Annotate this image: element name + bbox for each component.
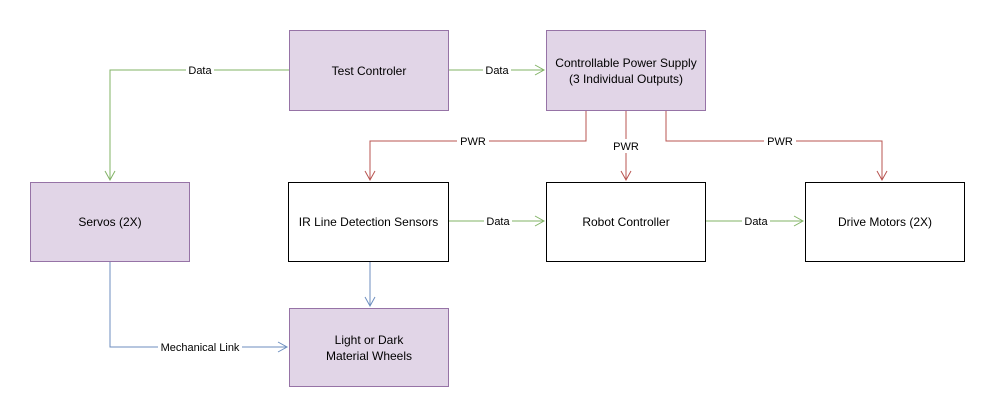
edge-label-test-to-servos: Data [188, 65, 212, 77]
edge-label-power-to-ir: PWR [460, 136, 486, 148]
node-wheels[interactable]: Light or Dark Material Wheels [289, 308, 449, 387]
edge-label-servos-to-wheels: Mechanical Link [161, 342, 240, 354]
edge-label-power-to-robot: PWR [613, 141, 639, 153]
edge-label-power-to-motors: PWR [767, 136, 793, 148]
edge-label-ir-to-robot: Data [486, 216, 510, 228]
edge-test-to-servos [104, 69, 289, 182]
node-drive-motors[interactable]: Drive Motors (2X) [805, 182, 965, 262]
node-servos[interactable]: Servos (2X) [30, 182, 190, 262]
node-ir-sensors[interactable]: IR Line Detection Sensors [288, 182, 449, 262]
edge-servos-to-wheels [109, 262, 289, 353]
node-power-supply[interactable]: Controllable Power Supply (3 Individual … [546, 30, 706, 111]
node-robot-controller[interactable]: Robot Controller [546, 182, 706, 262]
edge-label-test-to-power: Data [485, 65, 509, 77]
node-test-controller[interactable]: Test Controler [289, 30, 449, 111]
edge-label-robot-to-motors: Data [744, 216, 768, 228]
